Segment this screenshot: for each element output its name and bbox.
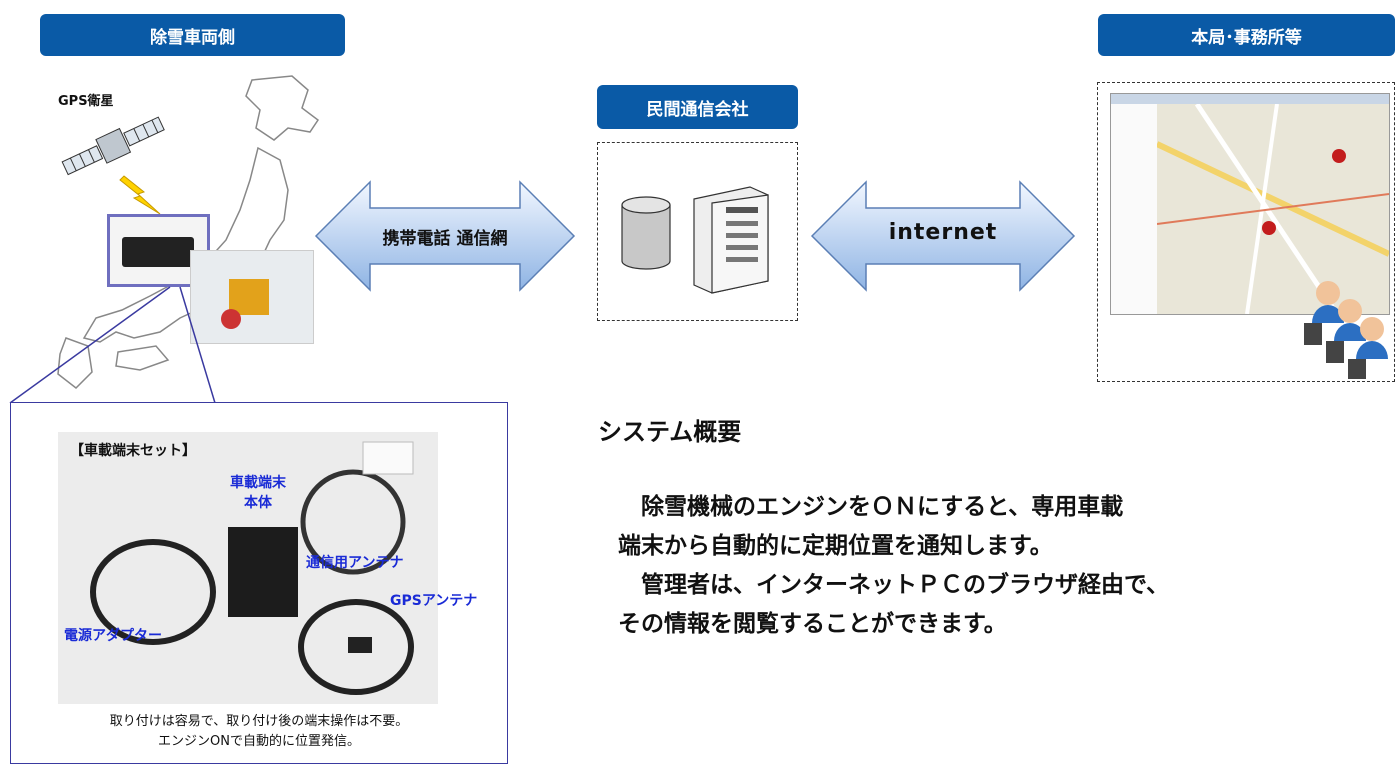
lightning-icon <box>119 175 161 215</box>
internet-arrow <box>810 180 1076 292</box>
kit-caption-line1: 取り付けは容易で、取り付け後の端末操作は不要。 <box>109 714 409 729</box>
kit-title: 【車載端末セット】 <box>70 443 196 459</box>
database-icon <box>621 196 671 270</box>
overview-heading: システム概要 <box>598 418 742 446</box>
main-unit-label: 車載端末 本体 <box>222 472 294 512</box>
gps-satellite-label: GPS衛星 <box>58 94 114 109</box>
vehicle-side-label: 除雪車両側 <box>40 14 345 56</box>
gps-satellite-icon <box>61 116 165 176</box>
kit-caption-line2: エンジンONで自動的に位置発信。 <box>158 734 360 749</box>
head-office-label: 本局･事務所等 <box>1098 14 1395 56</box>
overview-line-3: 管理者は、インターネットＰＣのブラウザ経由で、 <box>618 572 1170 598</box>
internet-label: internet <box>888 220 998 245</box>
map-screenshot <box>1110 93 1390 315</box>
callout-lines <box>9 286 216 404</box>
japan-map <box>57 75 320 389</box>
power-adapter-label: 電源アダプター <box>64 628 162 644</box>
kit-photo <box>58 432 438 704</box>
carrier-box <box>597 142 798 321</box>
mobile-network-label: 携帯電話 通信網 <box>382 229 508 249</box>
kit-caption: 取り付けは容易で、取り付け後の端末操作は不要。 エンジンONで自動的に位置発信。 <box>10 712 508 752</box>
main-unit-label-line2: 本体 <box>244 495 272 511</box>
comm-antenna-label: 通信用アンテナ <box>306 555 404 571</box>
mobile-network-arrow <box>314 180 576 292</box>
snowplow-photo <box>190 250 314 344</box>
overview-body: 除雪機械のエンジンをＯＮにすると、専用車載 端末から自動的に定期位置を通知します… <box>618 488 1169 644</box>
overview-line-1: 除雪機械のエンジンをＯＮにすると、専用車載 <box>618 494 1124 520</box>
server-icon <box>693 186 769 294</box>
carrier-label: 民間通信会社 <box>597 85 798 129</box>
main-unit-label-line1: 車載端末 <box>230 475 286 491</box>
head-office-box <box>1097 82 1395 382</box>
overview-line-4: その情報を閲覧することができます。 <box>618 611 1007 637</box>
gps-antenna-label: GPSアンテナ <box>390 593 478 609</box>
operators-icon <box>1304 281 1388 379</box>
overview-line-2: 端末から自動的に定期位置を通知します。 <box>618 533 1053 559</box>
